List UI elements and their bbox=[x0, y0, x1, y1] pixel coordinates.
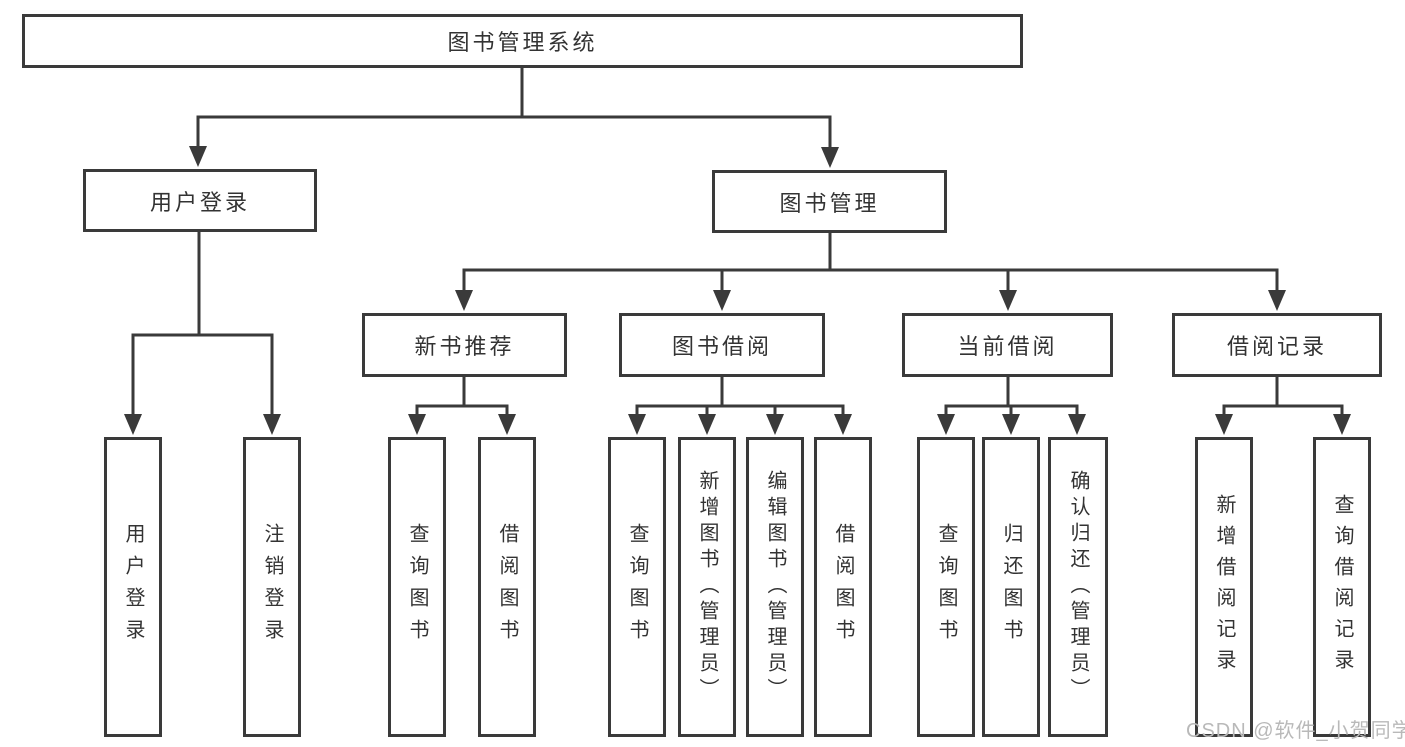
node-label: 查询借阅记录 bbox=[1331, 494, 1353, 680]
node-user-login: 用户登录 bbox=[83, 169, 317, 232]
node-leaf-query-books-3: 查询图书 bbox=[917, 437, 975, 737]
node-label: 借阅图书 bbox=[496, 523, 518, 651]
node-leaf-add-borrow-record: 新增借阅记录 bbox=[1195, 437, 1253, 737]
node-leaf-add-book-admin: 新增图书（管理员） bbox=[678, 437, 736, 737]
node-label: 确认归还（管理员） bbox=[1067, 470, 1089, 704]
node-label: 注销登录 bbox=[261, 523, 283, 651]
node-leaf-query-borrow-record: 查询借阅记录 bbox=[1313, 437, 1371, 737]
node-leaf-query-books-1: 查询图书 bbox=[388, 437, 446, 737]
node-leaf-borrow-books-1: 借阅图书 bbox=[478, 437, 536, 737]
node-leaf-query-books-2: 查询图书 bbox=[608, 437, 666, 737]
node-label: 归还图书 bbox=[1000, 523, 1022, 651]
node-leaf-user-login: 用户登录 bbox=[104, 437, 162, 737]
node-label: 新增图书（管理员） bbox=[696, 470, 718, 704]
node-leaf-logout: 注销登录 bbox=[243, 437, 301, 737]
watermark: CSDN @软件_小贺同学 bbox=[1186, 720, 1405, 742]
node-book-management: 图书管理 bbox=[712, 170, 947, 233]
node-book-borrow: 图书借阅 bbox=[619, 313, 825, 377]
node-leaf-confirm-return-admin: 确认归还（管理员） bbox=[1048, 437, 1108, 737]
node-label: 新书推荐 bbox=[414, 334, 515, 359]
node-label: 用户登录 bbox=[122, 523, 144, 651]
node-borrow-records: 借阅记录 bbox=[1172, 313, 1382, 377]
node-label: 查询图书 bbox=[626, 523, 648, 651]
node-leaf-edit-book-admin: 编辑图书（管理员） bbox=[746, 437, 804, 737]
node-root: 图书管理系统 bbox=[22, 14, 1023, 68]
node-label: 图书借阅 bbox=[671, 334, 772, 359]
node-label: 借阅记录 bbox=[1226, 334, 1327, 359]
node-leaf-borrow-books-2: 借阅图书 bbox=[814, 437, 872, 737]
node-leaf-return-book: 归还图书 bbox=[982, 437, 1040, 737]
node-label: 图书管理系统 bbox=[447, 30, 598, 55]
node-label: 查询图书 bbox=[406, 523, 428, 651]
node-new-book-recommend: 新书推荐 bbox=[362, 313, 567, 377]
node-label: 当前借阅 bbox=[957, 334, 1058, 359]
node-label: 用户登录 bbox=[149, 189, 250, 215]
node-label: 图书管理 bbox=[779, 190, 880, 216]
node-label: 查询图书 bbox=[935, 523, 957, 651]
node-label: 编辑图书（管理员） bbox=[764, 470, 786, 704]
node-label: 新增借阅记录 bbox=[1213, 494, 1235, 680]
node-label: 借阅图书 bbox=[832, 523, 854, 651]
node-current-borrow: 当前借阅 bbox=[902, 313, 1113, 377]
